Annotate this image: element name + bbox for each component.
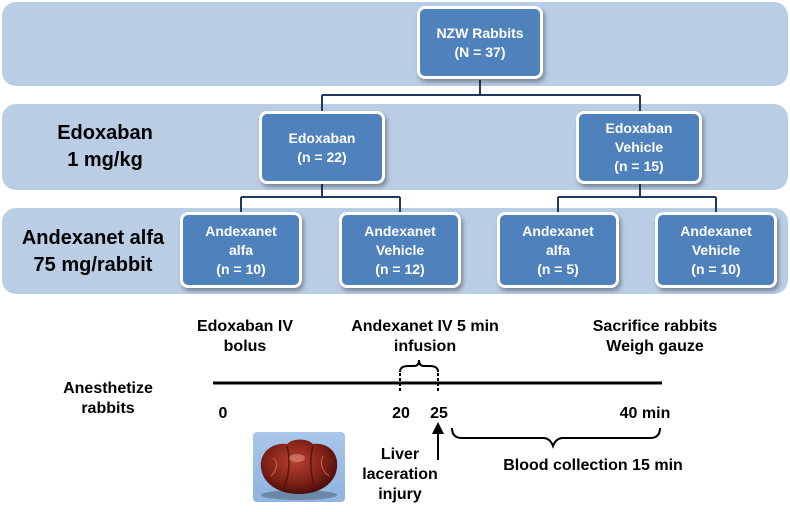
tick-label-40-min: 40 min	[619, 405, 671, 422]
root-node: NZW Rabbits(N = 37)	[417, 6, 543, 79]
arrow-up-icon	[432, 422, 444, 434]
liver-photo-icon	[253, 432, 345, 502]
timeline-axis	[213, 359, 662, 460]
edoxaban-node: Edoxaban(n = 22)	[259, 111, 385, 184]
tick-label-20: 20	[392, 405, 410, 422]
tick-label-0: 0	[218, 405, 228, 422]
root-band	[2, 2, 788, 86]
blood-collection-label: Blood collection 15 min	[503, 457, 683, 474]
tick-label-25: 25	[430, 405, 448, 422]
